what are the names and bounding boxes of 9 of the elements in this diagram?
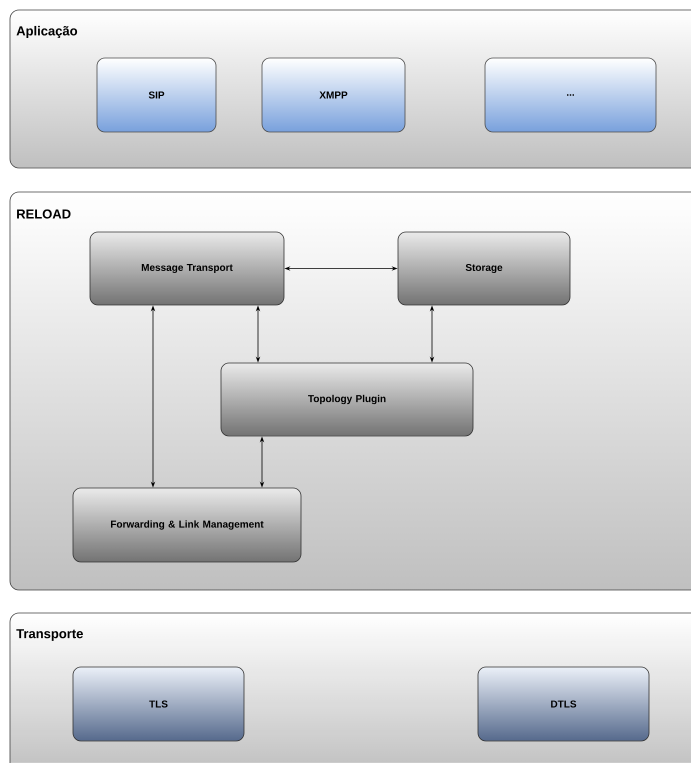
protocol-box: DTLS: [478, 666, 650, 742]
module-box: Storage: [398, 232, 570, 306]
module-box: Message Transport: [90, 232, 284, 306]
module-box: Topology Plugin: [220, 362, 474, 436]
module-box: Forwarding & Link Management: [72, 488, 302, 562]
protocol-box: XMPP: [262, 58, 406, 132]
protocol-box: ...: [484, 58, 656, 132]
protocol-box: SIP: [96, 58, 216, 132]
protocol-box: TLS: [72, 666, 244, 742]
